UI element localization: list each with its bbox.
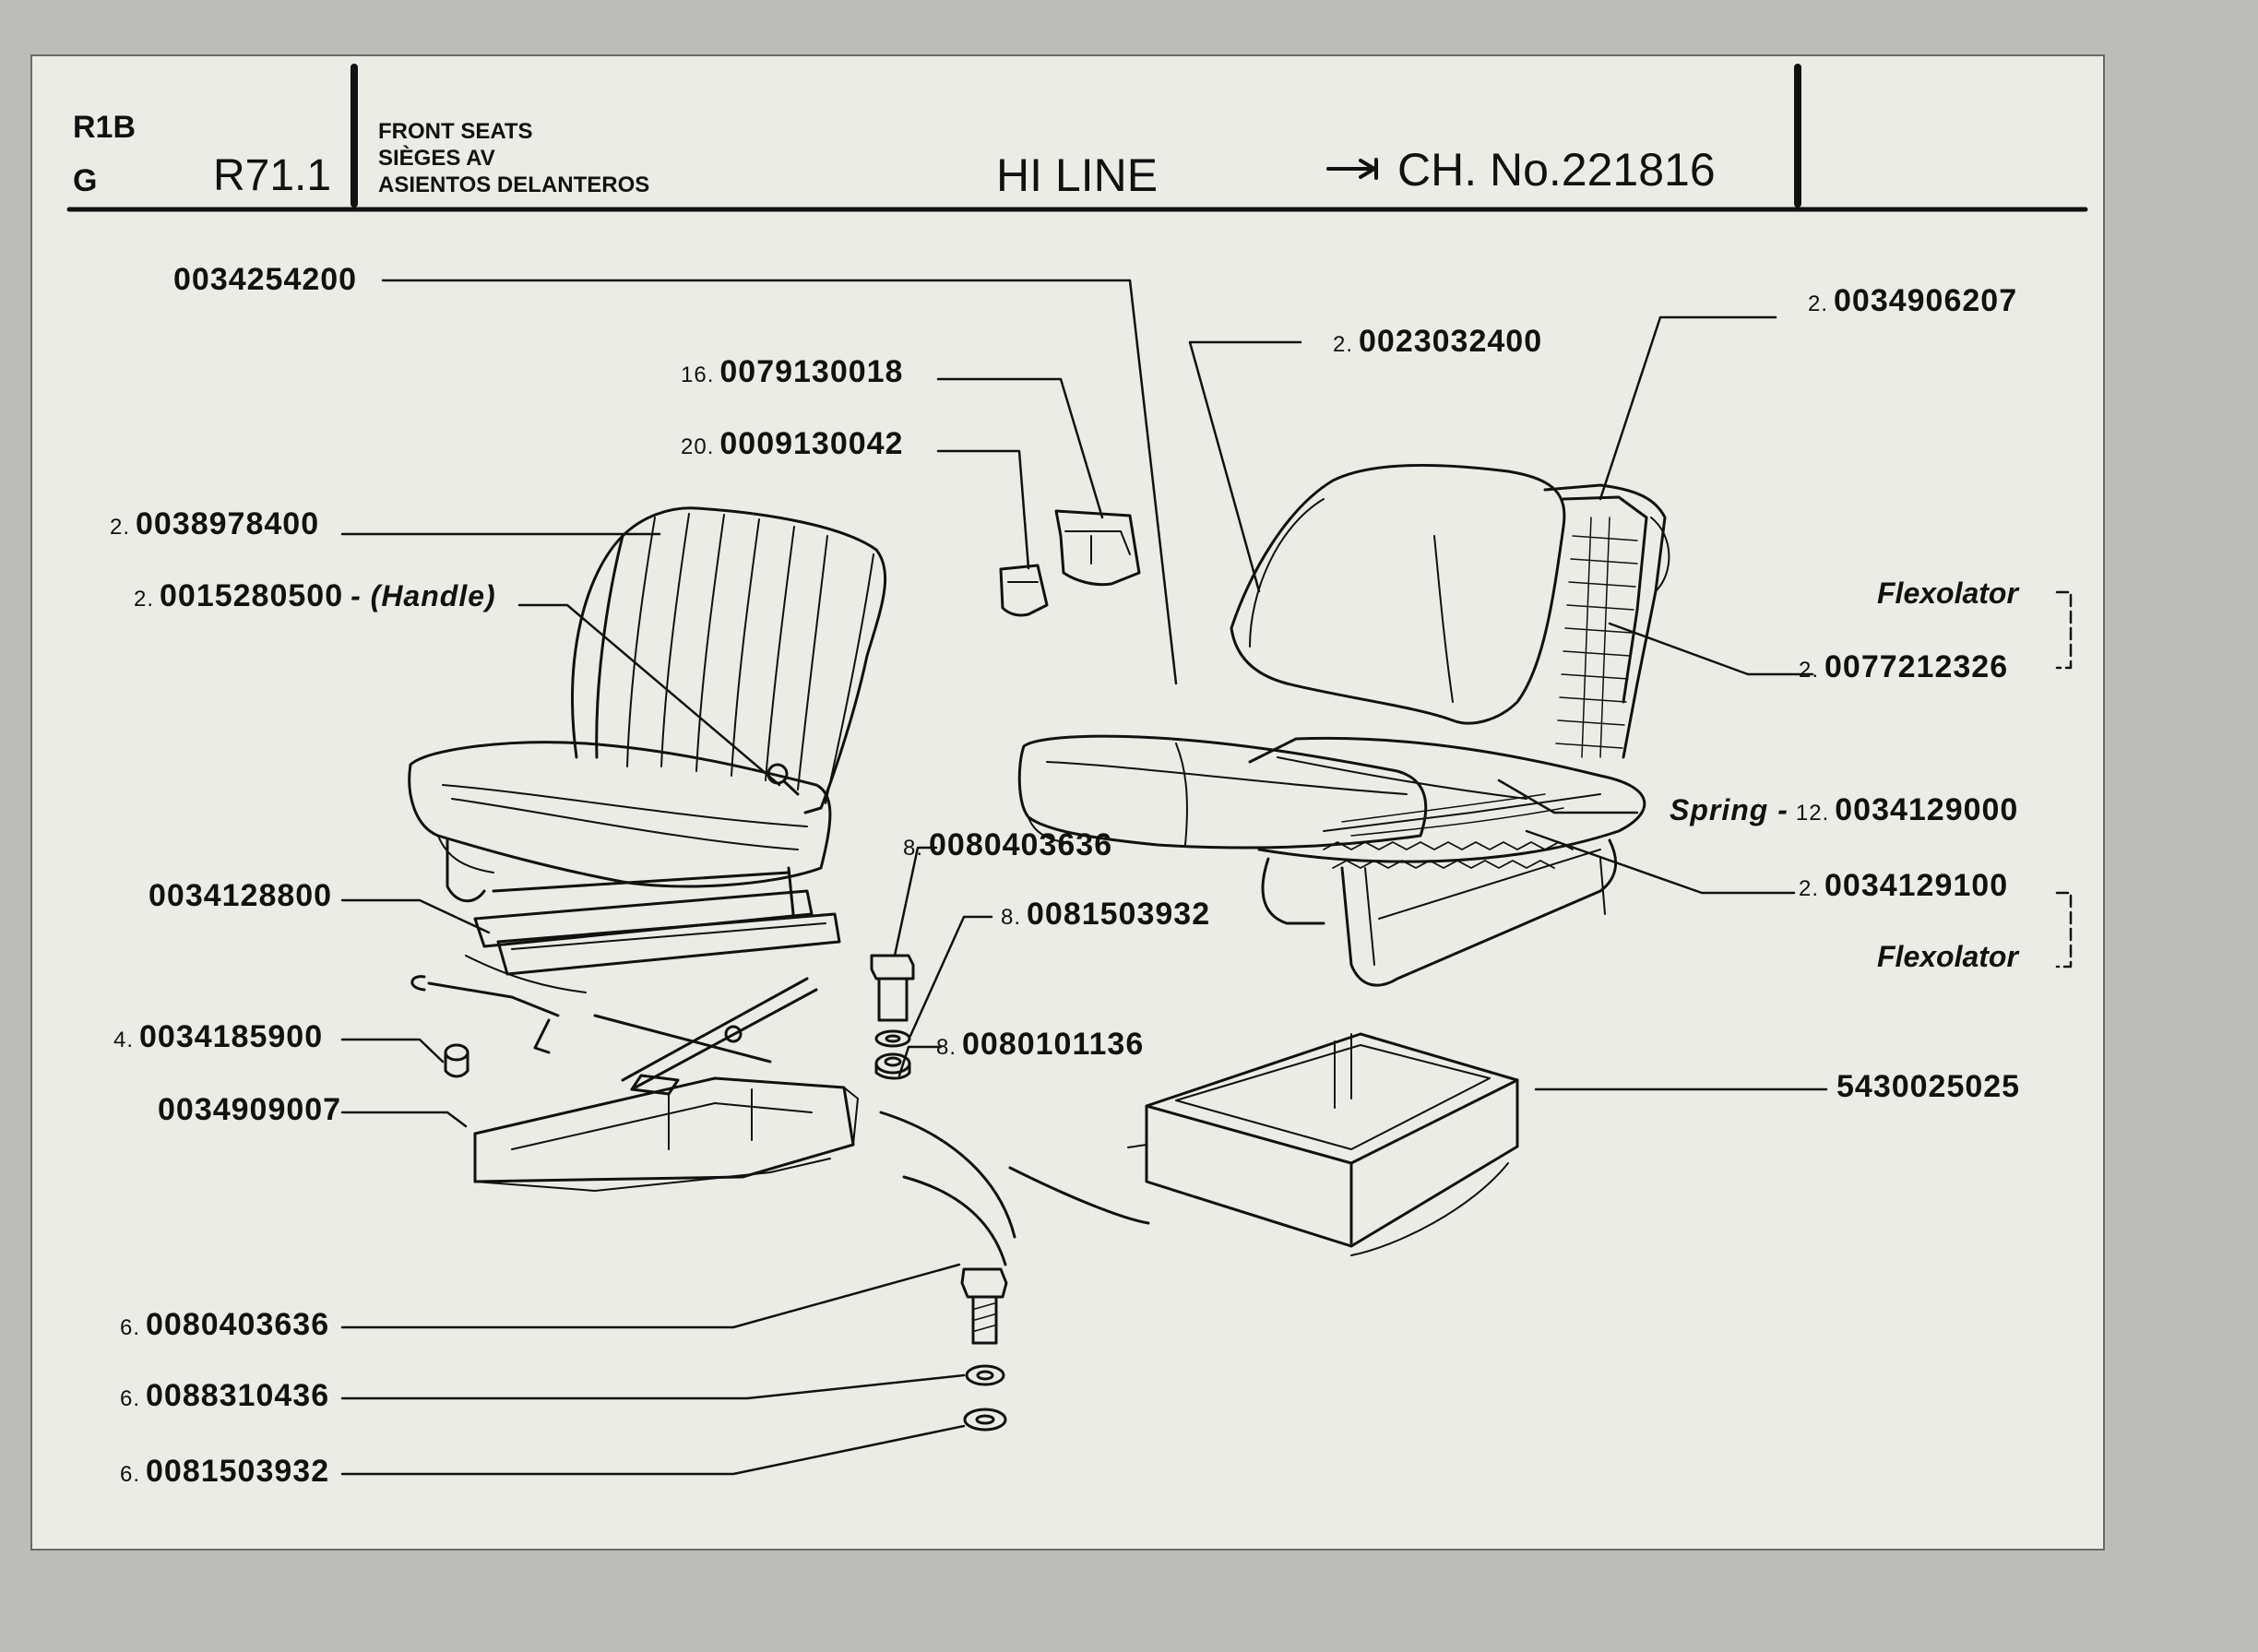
label-0023032400: 2.0023032400 (1333, 324, 1543, 359)
label-0081503932-a: 8.0081503932 (1001, 897, 1211, 932)
flexolator-bracket-bottom (2055, 891, 2073, 969)
mounting-curve-1 (879, 1111, 1016, 1239)
bolt-and-washers-middle (870, 954, 915, 1080)
clips-drawing (999, 509, 1141, 617)
label-0038978400: 2.0038978400 (110, 506, 320, 541)
leader-0079130018 (936, 377, 1104, 519)
leader-0034129000 (1497, 778, 1639, 814)
left-seat-drawing (408, 506, 887, 1192)
leader-0080101136 (897, 1045, 943, 1077)
label-0009130042: 20.0009130042 (681, 426, 904, 461)
bushing (444, 1043, 469, 1062)
leader-0077212326 (1608, 622, 1814, 676)
label-0081503932-b: 6.0081503932 (120, 1454, 330, 1489)
leader-0009130042 (936, 449, 1030, 570)
mounting-curve-2 (1008, 1166, 1150, 1225)
label-0077212326: 2.0077212326 (1799, 649, 2009, 684)
title-en: FRONT SEATS (378, 119, 533, 144)
model-code: R1B (73, 110, 137, 145)
flexolator-bracket-top (2055, 590, 2073, 670)
right-base-frame (1127, 1032, 1519, 1256)
leader-lines (340, 279, 2073, 1476)
leader-0034254200 (381, 279, 1178, 685)
label-0015280500: 2.0015280500- (Handle) (134, 578, 496, 613)
right-seat-drawing (870, 463, 1670, 1432)
label-0034906207: 2.0034906207 (1808, 283, 2018, 318)
bolt-and-washers-bottom (960, 1267, 1008, 1432)
flexolator-label-top: Flexolator (1877, 576, 2018, 610)
label-0080403636-a: 8.0080403636 (903, 827, 1113, 862)
leader-0080403636-a (893, 846, 938, 957)
leader-0080403636-b (340, 1263, 961, 1329)
flexolator-label-bottom: Flexolator (1877, 940, 2018, 973)
leader-0015280500 (517, 603, 781, 787)
label-0088310436: 6.0088310436 (120, 1378, 330, 1413)
leader-0034906207 (1598, 315, 1777, 501)
title-fr: SIÈGES AV (378, 146, 495, 171)
label-0080101136: 8.0080101136 (936, 1027, 1145, 1062)
label-0034129100: 2.0034129100 (1799, 868, 2009, 903)
label-0034129000: Spring -12.0034129000 (1670, 792, 2019, 827)
label-0034128800: 0034128800 (149, 878, 333, 913)
leader-0023032400 (1188, 340, 1302, 593)
label-0034909007: 0034909007 (158, 1092, 342, 1127)
version-label: HI LINE (996, 149, 1159, 201)
title-es: ASIENTOS DELANTEROS (378, 172, 650, 197)
page-ref: R71.1 (213, 151, 332, 200)
group-code: G (73, 163, 98, 198)
leader-0088310436 (340, 1373, 966, 1400)
chassis-number: CH. No.221816 (1397, 144, 1716, 196)
leader-0081503932-b (340, 1424, 966, 1476)
label-0079130018: 16.0079130018 (681, 354, 904, 389)
leader-0034909007 (340, 1111, 468, 1128)
leader-0034129100 (1525, 829, 1796, 895)
leader-0034185900 (340, 1038, 445, 1064)
leader-0081503932-a (909, 915, 993, 1038)
label-0080403636-b: 6.0080403636 (120, 1307, 330, 1342)
parts-sheet: R1B G R71.1 FRONT SEATS SIÈGES AV ASIENT… (30, 54, 2105, 1551)
label-5430025025: 5430025025 (1836, 1069, 2021, 1104)
mounting-curve-3 (902, 1175, 1007, 1266)
label-0034254200: 0034254200 (173, 262, 358, 297)
leader-0034128800 (340, 898, 491, 934)
exploded-seat-drawing (66, 64, 2088, 1476)
label-0034185900: 4.0034185900 (113, 1019, 324, 1054)
